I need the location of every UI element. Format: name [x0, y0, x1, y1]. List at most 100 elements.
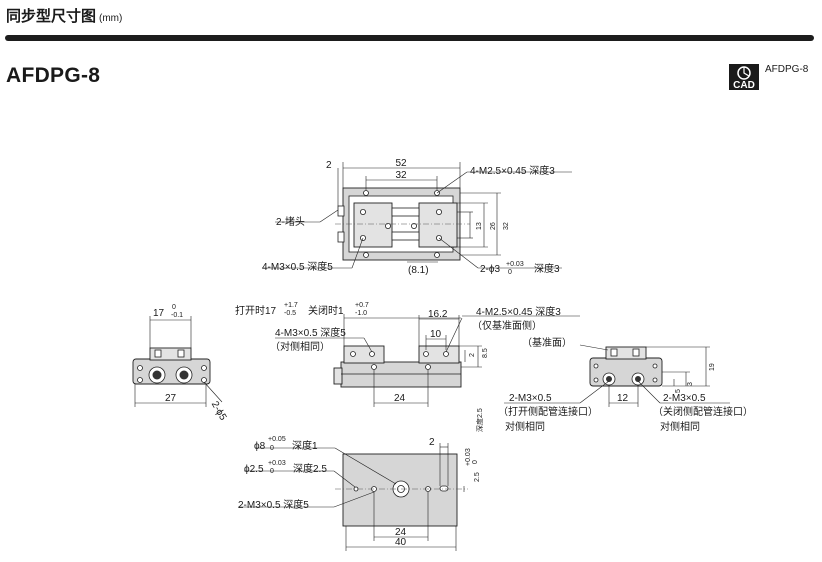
- dim-17-upper: 0: [172, 304, 176, 311]
- dim-16-2: 16.2: [428, 309, 448, 320]
- right-hole-2: [593, 377, 599, 383]
- dim-2-bottom: 2: [429, 437, 435, 448]
- callout-tap-front: 4-M2.5×0.45 深度3: [476, 305, 561, 318]
- side-hole-2: [137, 377, 143, 383]
- dim-2-front: 2: [469, 353, 476, 357]
- callout-phi2-5-depth: 深度2.5: [293, 462, 327, 475]
- front-view: 打开时17 +1.7 -0.5 关闭时1 +0.7 -1.0 16.2 10 2…: [235, 302, 580, 407]
- datum-label: （基准面）: [522, 336, 572, 349]
- dim-17-lower: -0.1: [171, 312, 183, 319]
- dim-close-upper: +0.7: [355, 302, 369, 309]
- dim-32-vertical: 32: [503, 222, 510, 230]
- callout-phi2-5-upper: +0.03: [268, 460, 286, 467]
- callout-port-close-same: 对侧相同: [660, 420, 700, 433]
- front-jaw-hole-2: [369, 351, 375, 357]
- dim-24-bottom: 24: [395, 527, 407, 538]
- callout-m3-front: 4-M3×0.5 深度5: [275, 326, 346, 339]
- dim-10: 10: [430, 329, 442, 340]
- dim-2-5-upper: +0.03: [465, 448, 472, 466]
- dim-2-top: 2: [326, 160, 332, 171]
- side-jaw-slot-1: [154, 349, 162, 358]
- cad-icon[interactable]: CAD: [729, 64, 759, 90]
- side-jaw-slot-2: [177, 349, 185, 358]
- callout-port-open-same: 对侧相同: [505, 420, 545, 433]
- side-hole-4: [201, 377, 207, 383]
- dim-19: 19: [709, 363, 716, 371]
- top-jaw-hole-3: [384, 222, 391, 229]
- plug-left-upper: [337, 205, 345, 217]
- dim-depth-2-5: 深度2.5: [475, 408, 484, 432]
- callout-port-close: 2-M3×0.5: [663, 393, 706, 404]
- side-body: [132, 358, 211, 385]
- callout-phi8-upper: +0.05: [268, 436, 286, 443]
- callout-tap-front-note: （仅基准面侧）: [472, 319, 542, 332]
- page-header-title: 同步型尺寸图(mm): [6, 8, 123, 25]
- callout-phi2-5-lower: 0: [270, 468, 274, 475]
- dim-3: 3: [687, 382, 694, 386]
- front-jaw-hole-4: [443, 351, 449, 357]
- right-jaw-slot-1: [610, 348, 618, 357]
- callout-m3-top: 4-M3×0.5 深度5: [262, 260, 333, 273]
- callout-port-open: 2-M3×0.5: [509, 393, 552, 404]
- dim-close-lower: -1.0: [355, 310, 367, 317]
- callout-2phi5: 2-ϕ5: [209, 400, 229, 423]
- dim-12: 12: [617, 393, 629, 404]
- dim-17: 17: [153, 308, 165, 319]
- side-hole-3: [201, 365, 207, 371]
- callout-phi8-lower: 0: [270, 445, 274, 452]
- dim-close-1: 关闭时1: [308, 304, 344, 317]
- dim-8-1: (8.1): [408, 265, 429, 276]
- callout-phi8-depth: 深度1: [292, 439, 318, 452]
- callout-m3-bottom: 2-M3×0.5 深度5: [238, 498, 309, 511]
- top-jaw-hole-6: [410, 222, 417, 229]
- dim-40: 40: [395, 537, 407, 548]
- callout-plug: 2-堵头: [276, 215, 305, 228]
- dim-5: 5: [675, 389, 682, 393]
- plug-left-lower: [337, 231, 345, 243]
- right-hole-3: [652, 363, 658, 369]
- callout-phi8: ϕ8: [254, 441, 266, 452]
- top-jaw-hole-1: [359, 208, 366, 215]
- callout-phi3-upper: +0.03: [506, 261, 524, 268]
- side-hole-1: [137, 365, 143, 371]
- model-title: AFDPG-8: [6, 64, 101, 87]
- front-jaw-right: [418, 345, 460, 364]
- callout-port-close-note: （关闭侧配管连接口）: [653, 405, 753, 418]
- right-body: [589, 357, 663, 387]
- dim-24-front: 24: [394, 393, 406, 404]
- bottom-slot: [439, 485, 449, 492]
- dim-2-5-lower: 0: [472, 460, 479, 464]
- dim-27: 27: [165, 393, 177, 404]
- front-jaw-hole-3: [423, 351, 429, 357]
- top-hole-1: [363, 190, 369, 196]
- cad-label: AFDPG-8: [765, 64, 809, 75]
- callout-phi3-depth: 深度3: [534, 262, 560, 275]
- dim-52: 52: [395, 158, 407, 169]
- top-slot-lower: [391, 231, 420, 241]
- dim-32: 32: [395, 170, 407, 181]
- dim-2-5: 2.5: [474, 472, 481, 482]
- dim-open-upper: +1.7: [284, 302, 298, 309]
- dim-8-5: 8.5: [482, 348, 489, 358]
- right-jaw-slot-2: [632, 348, 640, 357]
- right-hole-4: [652, 377, 658, 383]
- side-view-right: 19 3 5 12 （基准面） 2-M3×0.5 （打开侧配管连接口） 对侧相同…: [498, 336, 753, 433]
- cad-icon-text: CAD: [733, 80, 755, 90]
- front-jaw-left: [343, 345, 385, 364]
- front-hole-1: [371, 364, 377, 370]
- side-view-left: 17 0 -0.1 27 2-ϕ5: [132, 304, 229, 423]
- header-rule: [5, 35, 814, 41]
- callout-phi3: 2-ϕ3: [480, 264, 500, 275]
- callout-phi2-5: ϕ2.5: [244, 464, 264, 475]
- dim-open-lower: -0.5: [284, 310, 296, 317]
- dim-13: 13: [476, 222, 483, 230]
- dim-open-17: 打开时17: [235, 304, 277, 317]
- callout-tap-top: 4-M2.5×0.45 深度3: [470, 164, 555, 177]
- top-hole-4: [434, 252, 440, 258]
- front-hole-2: [425, 364, 431, 370]
- right-hole-1: [593, 363, 599, 369]
- unit-label: (mm): [99, 13, 123, 24]
- front-plug: [333, 367, 343, 385]
- dim-26: 26: [490, 222, 497, 230]
